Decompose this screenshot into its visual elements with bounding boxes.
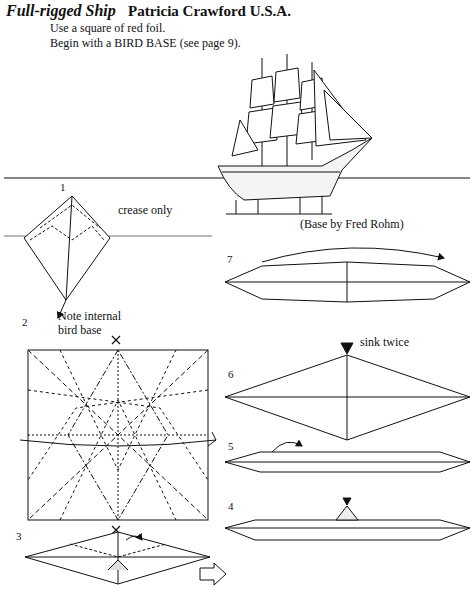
step-7-figure: [225, 248, 470, 302]
next-arrow: [200, 563, 226, 585]
ship-figure: [218, 54, 372, 214]
instruction: crease only: [118, 204, 172, 218]
crease-pattern-square: [20, 336, 216, 534]
instruction: Use a square of red foil.: [50, 22, 165, 36]
instruction: sink twice: [360, 336, 409, 350]
step-number: 5: [228, 440, 234, 453]
step-3-figure: [25, 532, 210, 584]
title: Full-rigged Ship: [6, 2, 116, 20]
step-5-figure: [225, 442, 470, 472]
step-number: 4: [228, 500, 234, 513]
step-number: 3: [16, 530, 22, 543]
step-number: 6: [228, 368, 234, 381]
author: Patricia Crawford U.S.A.: [128, 3, 291, 20]
step-number: 1: [60, 181, 66, 194]
instruction: Note internal bird base: [58, 310, 142, 338]
step-4-figure: [225, 498, 470, 540]
credit-note: (Base by Fred Rohm): [300, 218, 404, 232]
step-number: 2: [22, 316, 28, 329]
step-6-figure: [225, 343, 470, 440]
kite-step-1: [24, 196, 110, 318]
step-number: 7: [227, 253, 233, 266]
instruction: Begin with a BIRD BASE (see page 9).: [50, 37, 241, 51]
